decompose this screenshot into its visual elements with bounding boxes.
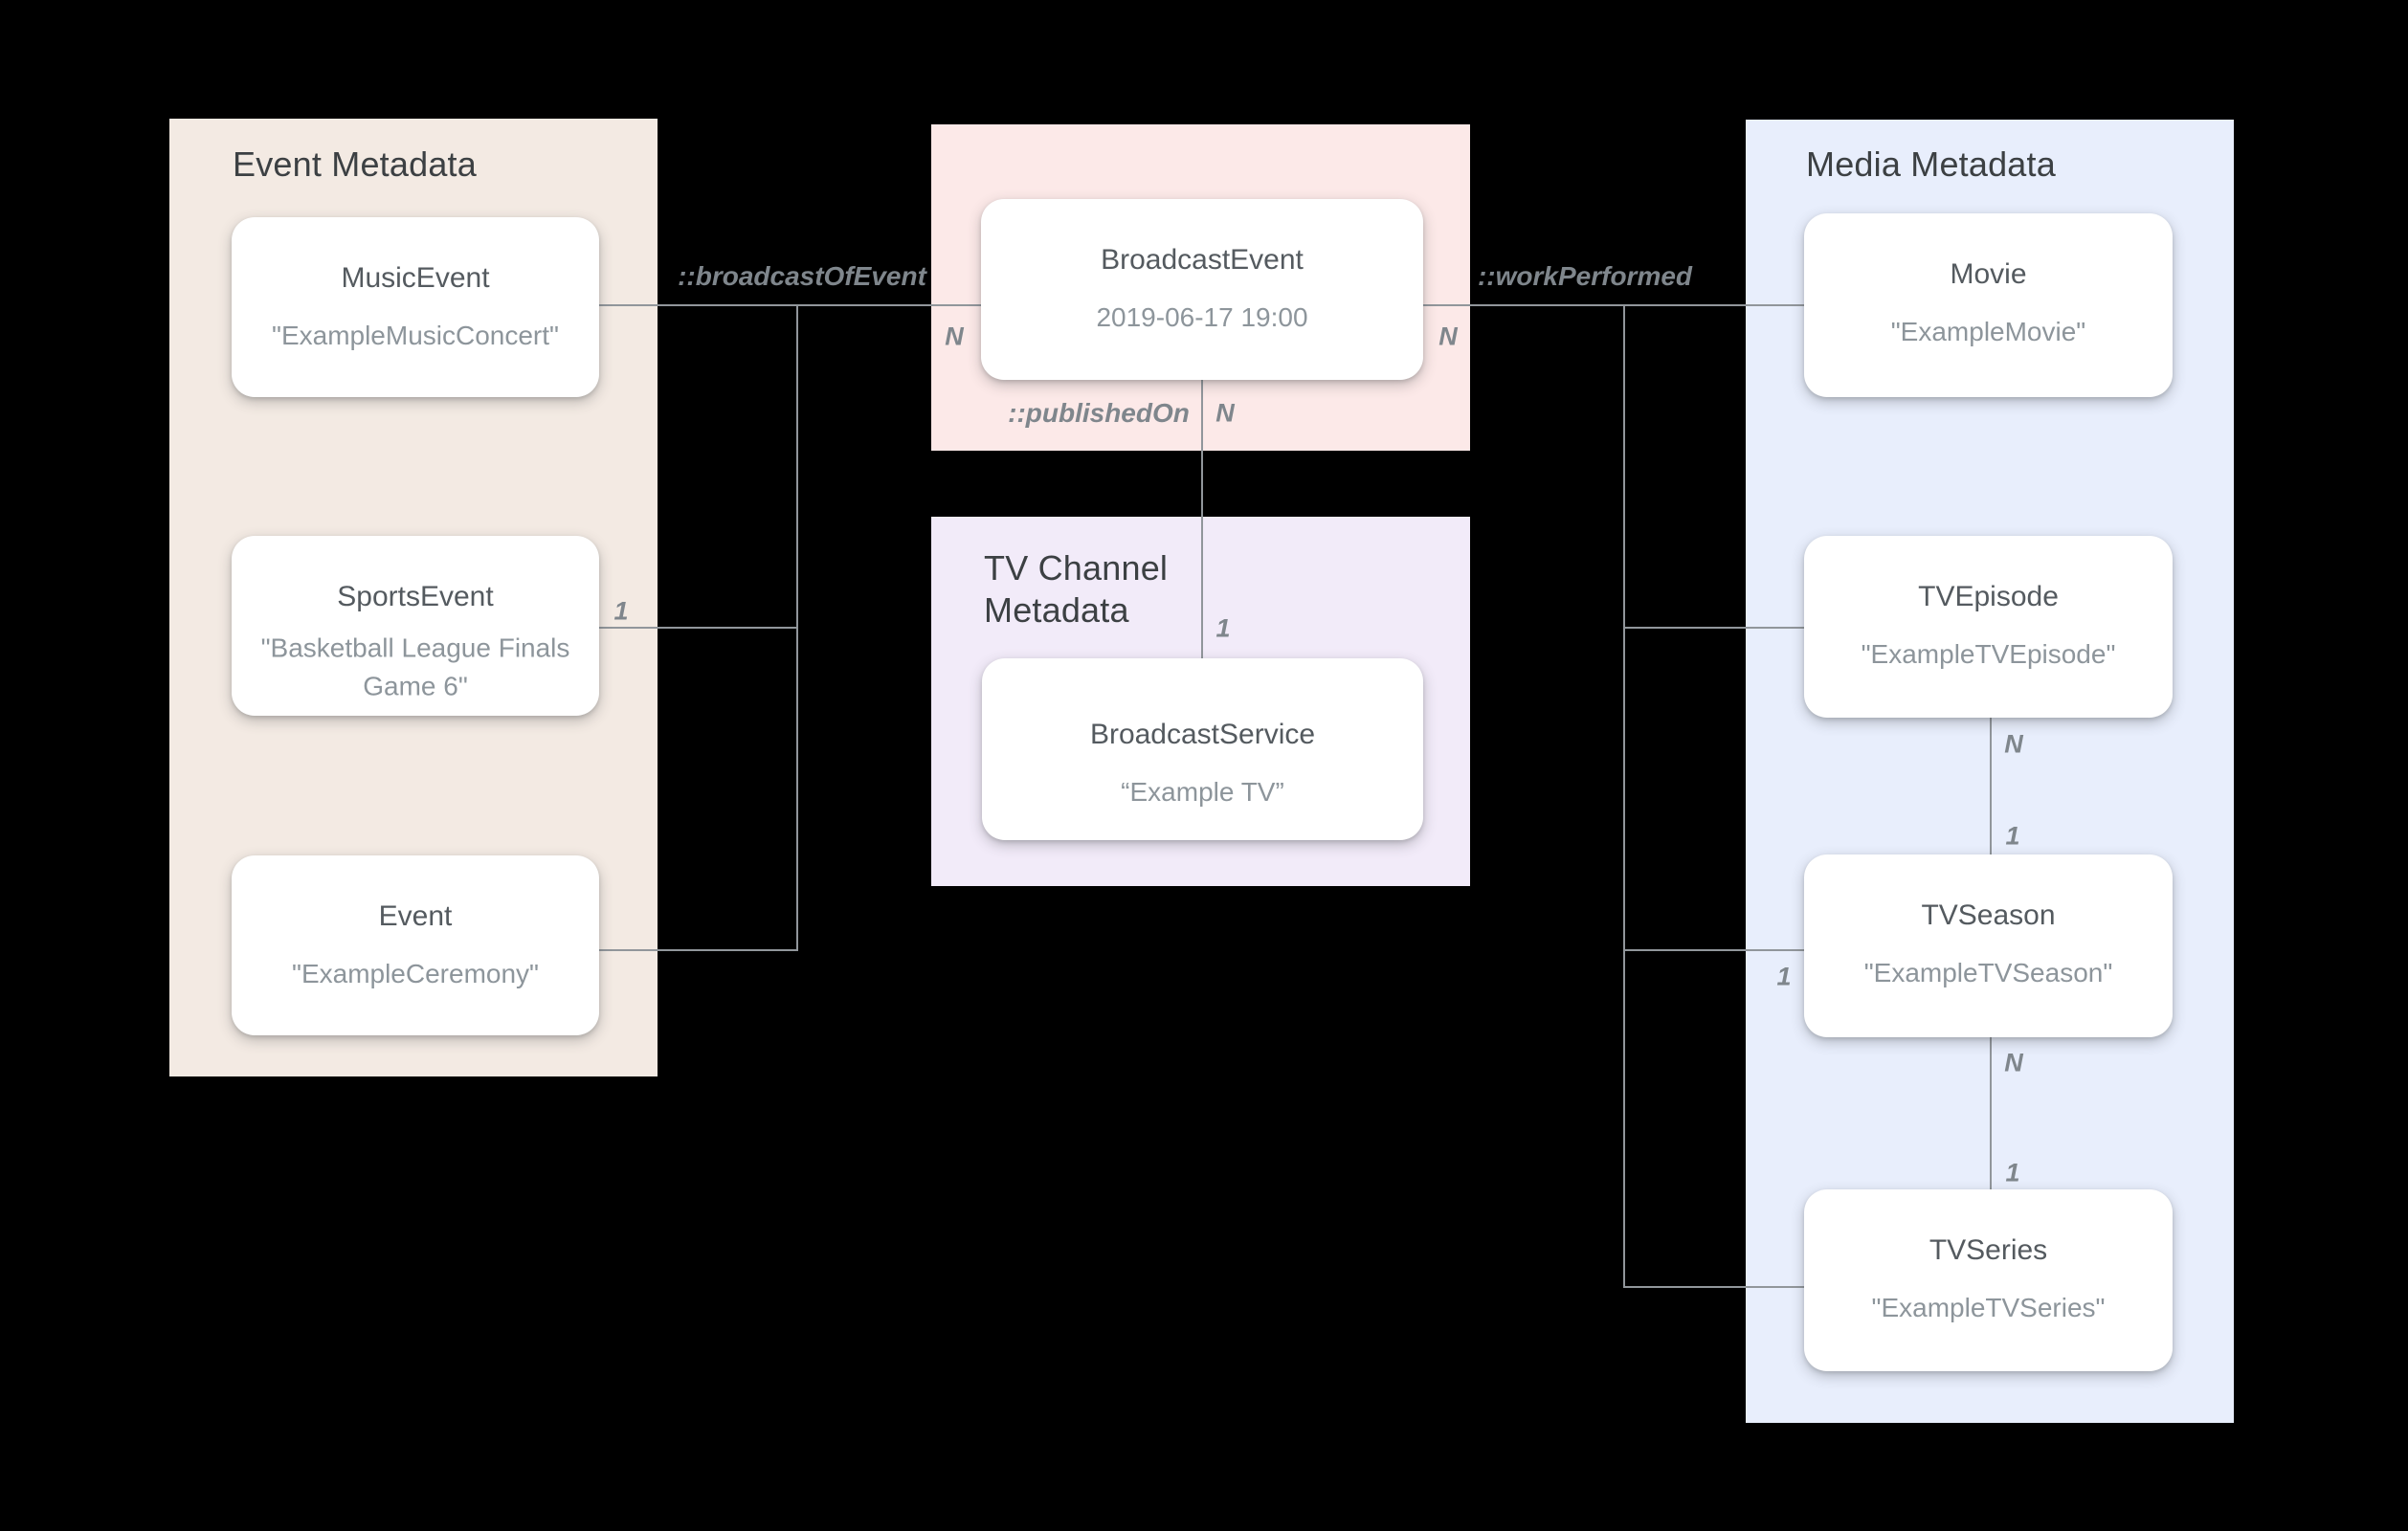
connector-trunk-tvseason	[1624, 949, 1805, 951]
connector-sportsevent-trunk	[599, 627, 797, 629]
card-broadcastservice-title: BroadcastService	[1089, 719, 1316, 750]
card-broadcastservice-subtitle: “Example TV”	[1121, 777, 1284, 808]
card-tvseries-subtitle: "ExampleTVSeries"	[1871, 1293, 2106, 1323]
cardinality-n-broadcast-right: N	[1438, 322, 1458, 351]
card-musicevent-subtitle: "ExampleMusicConcert"	[272, 321, 559, 351]
card-sportsevent: SportsEvent "Basketball League Finals Ga…	[232, 536, 599, 716]
card-tvseason: TVSeason "ExampleTVSeason"	[1804, 854, 2173, 1037]
event-metadata-title: Event Metadata	[233, 144, 477, 184]
card-event-subtitle: "ExampleCeremony"	[292, 959, 539, 989]
cardinality-n-tvepisode: N	[2004, 729, 2023, 759]
card-tvepisode-title: TVEpisode	[1918, 581, 2059, 612]
connector-trunk-tvepisode	[1624, 627, 1805, 629]
cardinality-n-published: N	[1215, 398, 1235, 428]
card-movie-subtitle: "ExampleMovie"	[1890, 317, 2086, 347]
card-sportsevent-title: SportsEvent	[337, 581, 494, 612]
card-tvseason-subtitle: "ExampleTVSeason"	[1863, 958, 2113, 988]
label-workperformed: ::workPerformed	[1477, 261, 1693, 291]
connector-broadcastevent-movie	[1423, 304, 1805, 306]
label-publishedon: ::publishedOn	[1008, 398, 1190, 428]
connector-left-trunk	[796, 304, 798, 951]
connector-tvepisode-tvseason	[1990, 718, 1992, 855]
card-tvepisode-subtitle: "ExampleTVEpisode"	[1861, 639, 2116, 670]
card-broadcastevent: BroadcastEvent 2019-06-17 19:00	[981, 199, 1423, 380]
connector-musicevent-broadcastevent	[599, 304, 982, 306]
cardinality-n-tvseason-lower: N	[2004, 1048, 2023, 1077]
card-movie-title: Movie	[1950, 258, 2027, 290]
connector-right-trunk	[1623, 304, 1625, 1288]
card-tvseries-title: TVSeries	[1929, 1234, 2048, 1266]
card-broadcastevent-title: BroadcastEvent	[1101, 244, 1304, 276]
card-event: Event "ExampleCeremony"	[232, 855, 599, 1035]
card-tvseason-title: TVSeason	[1921, 899, 2056, 931]
cardinality-1-tvseason-upper: 1	[2005, 821, 2020, 851]
cardinality-n-broadcast-left: N	[945, 322, 964, 351]
card-broadcastservice: BroadcastService “Example TV”	[982, 658, 1423, 840]
cardinality-1-broadcastservice: 1	[1215, 613, 1231, 643]
connector-tvseason-tvseries	[1990, 1037, 1992, 1190]
card-musicevent: MusicEvent "ExampleMusicConcert"	[232, 217, 599, 397]
card-tvseries: TVSeries "ExampleTVSeries"	[1804, 1189, 2173, 1371]
card-tvepisode: TVEpisode "ExampleTVEpisode"	[1804, 536, 2173, 718]
cardinality-1-sportsevent: 1	[613, 596, 629, 626]
tv-channel-metadata-title: TV Channel Metadata	[984, 548, 1169, 630]
card-broadcastevent-subtitle: 2019-06-17 19:00	[1096, 302, 1308, 333]
cardinality-1-tvseason-left: 1	[1776, 962, 1792, 991]
cardinality-1-tvseries: 1	[2005, 1158, 2020, 1187]
connector-publishedon	[1201, 380, 1203, 658]
card-musicevent-title: MusicEvent	[341, 262, 490, 294]
connector-event-trunk	[599, 949, 797, 951]
card-event-title: Event	[378, 900, 453, 932]
card-movie: Movie "ExampleMovie"	[1804, 213, 2173, 397]
label-broadcastofevent: ::broadcastOfEvent	[678, 261, 926, 291]
connector-trunk-tvseries	[1624, 1286, 1807, 1288]
media-metadata-title: Media Metadata	[1806, 144, 2056, 184]
card-sportsevent-subtitle: "Basketball League Finals Game 6"	[260, 632, 570, 700]
